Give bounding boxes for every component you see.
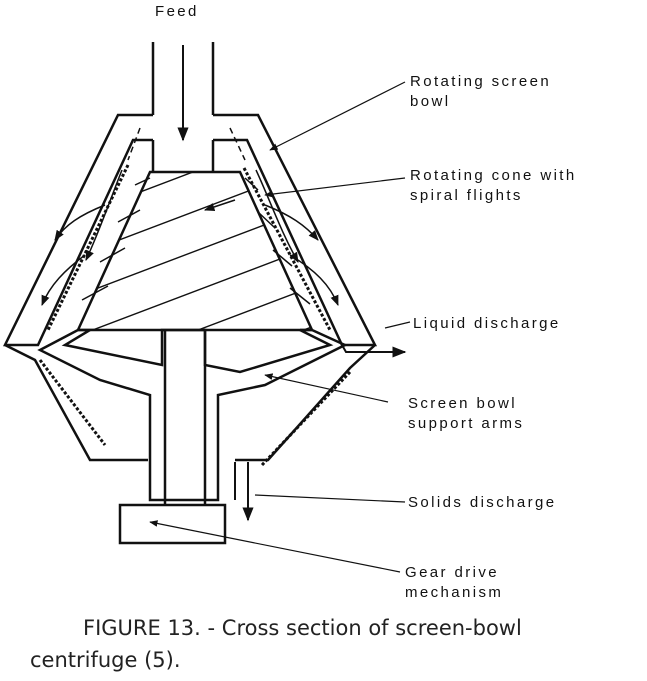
support-arms-label-2: support arms [408,415,524,432]
rotating-screen-bowl-label-2: bowl [410,93,450,110]
central-shaft [163,330,207,505]
rotating-screen-bowl-label-1: Rotating screen [410,73,551,90]
support-arms-label-1: Screen bowl [408,395,517,412]
gear-drive-label-1: Gear drive [405,564,499,581]
spiral-flights [81,177,311,305]
solids-discharge-label: Solids discharge [408,494,556,511]
feed-label: Feed [155,3,199,20]
caption-line-2: centrifuge (5). [30,648,181,672]
gear-drive-box [118,503,227,545]
flow-arrows [41,127,339,306]
solids-discharge-pipe [234,462,254,522]
screen-bowl-shell [2,113,378,347]
caption-line-1: FIGURE 13. - Cross section of screen-bow… [83,616,522,640]
rotating-cone-label-1: Rotating cone with [410,167,577,184]
liquid-discharge-pipe [341,344,407,358]
rotating-cone-label-2: spiral flights [410,187,523,204]
figure-caption: FIGURE 13. - Cross section of screen-bow… [0,612,647,676]
liquid-discharge-label: Liquid discharge [413,315,561,332]
feed-pipe [151,42,215,142]
leader-lines [149,81,411,573]
gear-drive-label-2: mechanism [405,584,503,601]
rotating-cone [76,170,314,332]
lower-bowl [4,328,376,502]
